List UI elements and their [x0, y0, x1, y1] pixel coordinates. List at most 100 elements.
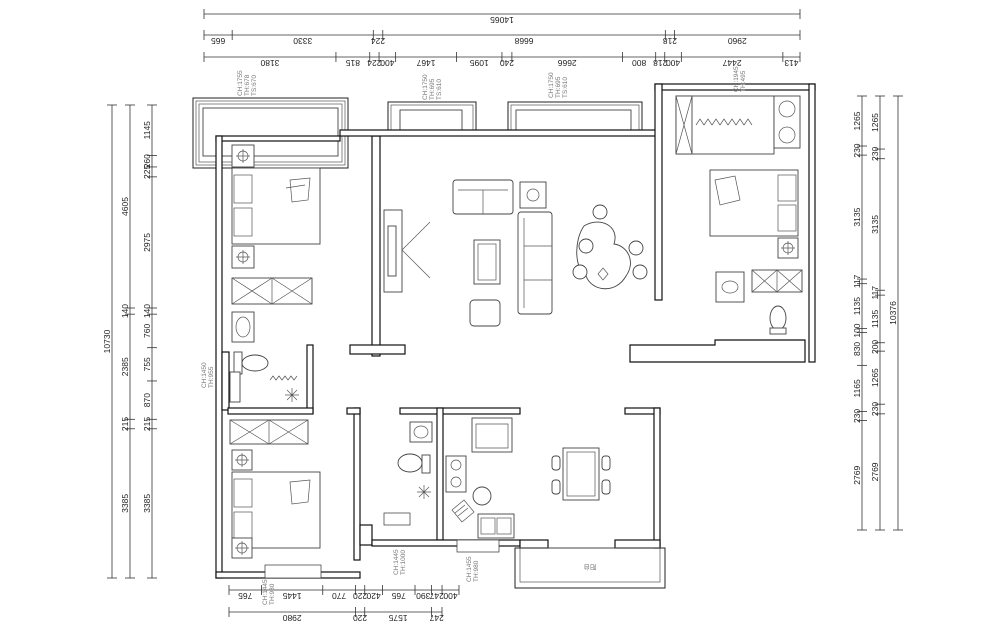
dimension-label: 224 — [367, 58, 381, 68]
annotation-ts: TS:670 — [251, 75, 258, 96]
annotation-ts: TS:610 — [562, 77, 569, 98]
dimension-label: 665 — [211, 36, 225, 46]
nightstand-lamp-icon — [231, 144, 255, 168]
dimension-label: 10376 — [888, 301, 898, 325]
toilet-icon — [233, 351, 269, 375]
plan-shape — [231, 311, 255, 343]
dimension-label: 10730 — [102, 329, 112, 353]
kitchen-sink-icon — [477, 513, 515, 539]
plan-shape — [597, 267, 609, 281]
plan-shape — [721, 280, 739, 294]
dimension-label: 260 — [142, 154, 152, 168]
wardrobe — [229, 419, 309, 445]
annotation-ch: CH:1945 — [733, 66, 740, 92]
dimension-label: 400 — [666, 58, 680, 68]
plan-shape — [401, 221, 431, 279]
plan-shape — [475, 423, 509, 449]
toilet-icon — [769, 305, 787, 335]
dimension-label: 755 — [142, 357, 152, 371]
dimension-label: 2447 — [722, 58, 741, 68]
plan-shape — [777, 204, 797, 232]
plan-shape — [456, 539, 500, 553]
plan-shape — [629, 339, 806, 363]
plan-shape — [233, 478, 253, 508]
annotation-ch: CH:1445 — [262, 579, 269, 605]
plan-shape — [285, 177, 311, 203]
plan-shape — [229, 371, 241, 403]
dimension-label: 200 — [870, 340, 880, 354]
dimension-label: 230 — [870, 147, 880, 161]
plan-shape — [229, 419, 309, 445]
plan-shape — [233, 351, 243, 375]
plan-shape — [241, 354, 269, 372]
plan-shape — [480, 517, 496, 535]
plan-shape — [653, 407, 661, 549]
plan-shape — [215, 135, 223, 579]
dimension-label: 413 — [784, 58, 798, 68]
plan-shape — [346, 407, 361, 415]
dimension-label: 14065 — [490, 15, 514, 25]
plan-shape — [215, 135, 341, 142]
dimension-label: 1265 — [870, 113, 880, 132]
dimension-label: 1135 — [852, 297, 862, 316]
sink-icon — [715, 271, 745, 303]
plan-shape — [714, 175, 741, 206]
plan-shape — [751, 269, 803, 293]
nightstand-lamp-icon — [231, 537, 253, 559]
dimension-label: 2666 — [557, 58, 576, 68]
dining-area — [551, 447, 611, 501]
dimension-label: 218 — [653, 58, 667, 68]
living-room — [383, 179, 648, 327]
plan-shape — [397, 453, 423, 473]
plan-shape — [264, 564, 322, 579]
dimension-label: 2960 — [728, 36, 747, 46]
dimension-label: 815 — [345, 58, 359, 68]
toilet-icon — [397, 453, 431, 474]
dimension-label: 100 — [852, 323, 862, 337]
dimension-label: 770 — [332, 591, 346, 601]
dimension-label: 1135 — [870, 310, 880, 329]
dimension-label: 215 — [120, 417, 130, 431]
nightstand-lamp-icon — [231, 245, 255, 269]
sink-icon — [413, 425, 429, 439]
plan-shape — [519, 539, 549, 549]
dining-table-round — [572, 204, 648, 290]
plan-shape — [236, 250, 250, 264]
plan-shape — [526, 188, 540, 202]
bathroom-center — [397, 421, 433, 499]
plan-shape — [519, 547, 661, 583]
dimension-label: 247 — [429, 613, 443, 623]
annotation-ch: CH:1455 — [466, 556, 473, 582]
plan-shape — [477, 513, 515, 539]
dimension-label: 2975 — [142, 233, 152, 252]
plan-shape — [551, 479, 561, 495]
plan-shape — [496, 517, 512, 535]
plan-shape — [777, 174, 797, 202]
plan-shape — [359, 524, 373, 546]
plan-shape — [235, 453, 249, 467]
dimension-label: 870 — [142, 393, 152, 407]
dimension-label: 400 — [443, 591, 457, 601]
plan-shape — [519, 181, 547, 209]
annotation-th: TH:495 — [740, 70, 747, 92]
shower-curtain — [269, 375, 298, 381]
plan-shape — [227, 407, 314, 415]
plan-shape — [233, 174, 253, 204]
dimension-label: 218 — [663, 36, 677, 46]
bed — [231, 167, 321, 245]
dimension-label: 117 — [870, 286, 880, 300]
dimension-label: 400 — [380, 58, 394, 68]
plan-shape — [221, 351, 230, 411]
plan-shape — [654, 83, 663, 301]
dimension-label: 140 — [120, 304, 130, 318]
bedroom-lower-left — [229, 419, 321, 559]
annotation-th: TH:955 — [208, 366, 215, 388]
walls — [215, 83, 816, 579]
dimension-label: 117 — [852, 274, 862, 288]
plan-shape — [371, 135, 381, 357]
annotation-ch: CH:1755 — [237, 70, 244, 96]
